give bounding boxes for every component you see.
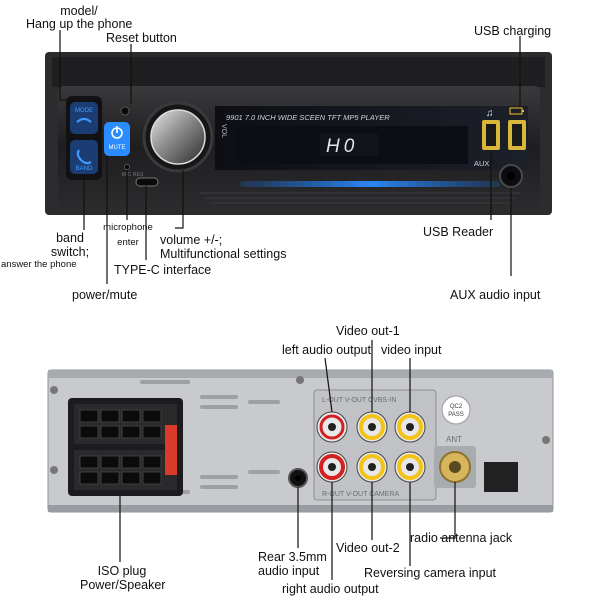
- back-panel: [47, 369, 554, 513]
- label-microphone-1: microphone: [103, 222, 153, 233]
- band-button[interactable]: [70, 140, 98, 174]
- qc-sticker: [441, 395, 471, 425]
- label-hang-up: Hang up the phone: [26, 17, 133, 31]
- aux-label: AUX: [474, 159, 489, 168]
- label-iso-plug-2: Power/Speaker: [80, 578, 166, 592]
- label-power-mute: power/mute: [72, 288, 138, 302]
- microphone-hole: [124, 164, 130, 170]
- mute-key-label: MUTE: [109, 145, 126, 151]
- rca-video-input[interactable]: [394, 411, 426, 443]
- label-rear-jack-2: audio input: [258, 564, 320, 578]
- label-video-out-2: Video out-2: [336, 541, 400, 555]
- rca-right-audio-output[interactable]: [316, 451, 348, 483]
- battery-icon: [509, 107, 524, 115]
- label-right-audio: right audio output: [282, 582, 379, 596]
- label-iso-plug-1: ISO plug: [97, 564, 147, 578]
- radio-antenna-jack[interactable]: [434, 446, 476, 488]
- label-video-out-1: Video out-1: [336, 324, 400, 338]
- type-c-port[interactable]: [135, 177, 159, 187]
- label-answer-phone: answer the phone: [1, 259, 77, 270]
- label-video-input: video input: [381, 343, 442, 357]
- volume-knob[interactable]: [142, 101, 214, 173]
- rca-video-out-1[interactable]: [356, 411, 388, 443]
- label-reversing-camera: Reversing camera input: [364, 566, 497, 580]
- usb-charging-port[interactable]: [508, 120, 526, 150]
- label-type-c: TYPE-C interface: [114, 263, 212, 277]
- rear-35mm-jack[interactable]: [288, 468, 308, 488]
- label-radio-antenna: radio antenna jack: [410, 531, 513, 545]
- ant-text: ANT: [446, 435, 462, 444]
- lcd-readout: H0: [326, 136, 358, 157]
- label-multifunctional: Multifunctional settings: [160, 247, 287, 261]
- label-reset-button: Reset button: [106, 31, 177, 45]
- blue-light-bar: [240, 181, 500, 187]
- front-callout-lines: [59, 30, 521, 284]
- reset-label: RES: [133, 172, 144, 178]
- label-band-1: band: [56, 231, 84, 245]
- front-panel: ♫: [45, 52, 552, 215]
- rca-bottom-row-text: R-OUT V-OUT CAMERA: [322, 491, 399, 498]
- label-band-2: switch;: [50, 245, 90, 259]
- rca-top-row-text: L-OUT V-OUT CVBS-IN: [322, 397, 396, 404]
- mode-button[interactable]: [70, 102, 98, 134]
- label-volume: volume +/-;: [160, 233, 223, 247]
- power-mute-button[interactable]: [104, 122, 130, 156]
- qc-text-2: PASS: [448, 412, 464, 418]
- rca-left-audio-output[interactable]: [316, 411, 348, 443]
- back-callout-lines: [119, 340, 456, 580]
- label-aux-input: AUX audio input: [450, 288, 541, 302]
- rca-video-out-2[interactable]: [356, 451, 388, 483]
- grille: [200, 192, 520, 204]
- music-note-icon: ♫: [486, 108, 494, 119]
- aux-jack[interactable]: [499, 164, 523, 188]
- label-left-audio: left audio output: [282, 343, 371, 357]
- label-model: model/: [60, 4, 98, 18]
- reset-button[interactable]: [120, 106, 130, 116]
- model-text: 9901 7.0 INCH WIDE SCEEN TFT MP5 PLAYER: [226, 113, 390, 122]
- label-microphone-2: enter: [117, 237, 139, 248]
- rca-reversing-camera-input[interactable]: [394, 451, 426, 483]
- iso-plug[interactable]: [68, 398, 183, 496]
- display-window: [215, 106, 528, 170]
- vol-label: VOL: [220, 124, 227, 138]
- label-rear-jack-1: Rear 3.5mm: [258, 550, 327, 564]
- mode-key-label: MODE: [75, 108, 93, 114]
- band-key-label: BAND: [76, 166, 93, 172]
- qc-text-1: QC2: [450, 404, 463, 410]
- label-usb-reader: USB Reader: [423, 225, 494, 239]
- label-usb-charging: USB charging: [474, 24, 552, 38]
- usb-reader-port[interactable]: [482, 120, 500, 150]
